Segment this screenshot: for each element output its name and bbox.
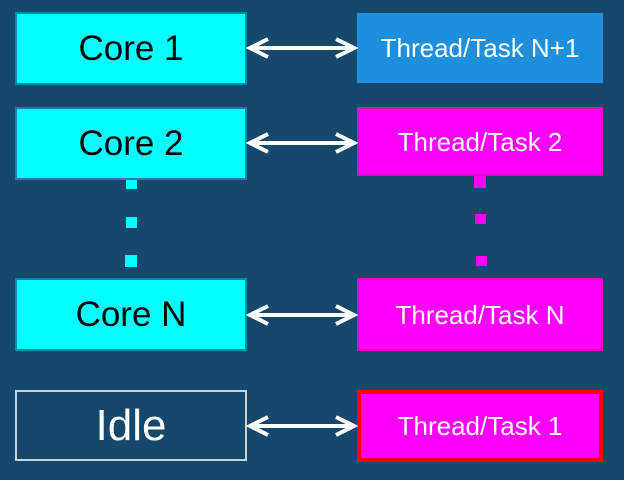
thread-ellipsis-dot [474,176,486,188]
thread-ellipsis-dot [475,214,486,224]
bidirectional-arrow-row-2 [246,128,358,158]
core-n-box: Core N [15,278,247,351]
bidirectional-arrow-row-4 [246,411,358,441]
core-ellipsis-dot [125,255,137,267]
thread-ellipsis-dot [476,256,487,266]
thread-task-n-plus-1-label: Thread/Task N+1 [380,33,580,63]
thread-task-1-box: Thread/Task 1 [357,390,603,462]
idle-label: Idle [95,400,167,450]
double-arrow-icon [246,304,358,326]
double-arrow-icon [246,132,358,154]
double-arrow-icon [246,415,358,437]
bidirectional-arrow-row-1 [246,33,358,63]
thread-task-n-label: Thread/Task N [395,299,565,330]
thread-task-2-label: Thread/Task 2 [397,126,563,157]
thread-task-1-label: Thread/Task 1 [397,411,563,441]
thread-task-2-box: Thread/Task 2 [357,107,603,176]
core-2-label: Core 2 [78,124,184,163]
thread-task-n-box: Thread/Task N [357,278,603,351]
core-ellipsis-dot [126,180,137,189]
bidirectional-arrow-row-3 [246,300,358,330]
idle-box: Idle [15,390,247,461]
core-ellipsis-dot [126,217,137,228]
core-n-label: Core N [75,295,187,334]
core-2-box: Core 2 [15,107,247,180]
core-1-label: Core 1 [78,29,184,68]
core-1-box: Core 1 [15,12,247,85]
double-arrow-icon [246,37,358,59]
thread-task-n-plus-1-box: Thread/Task N+1 [357,13,603,83]
